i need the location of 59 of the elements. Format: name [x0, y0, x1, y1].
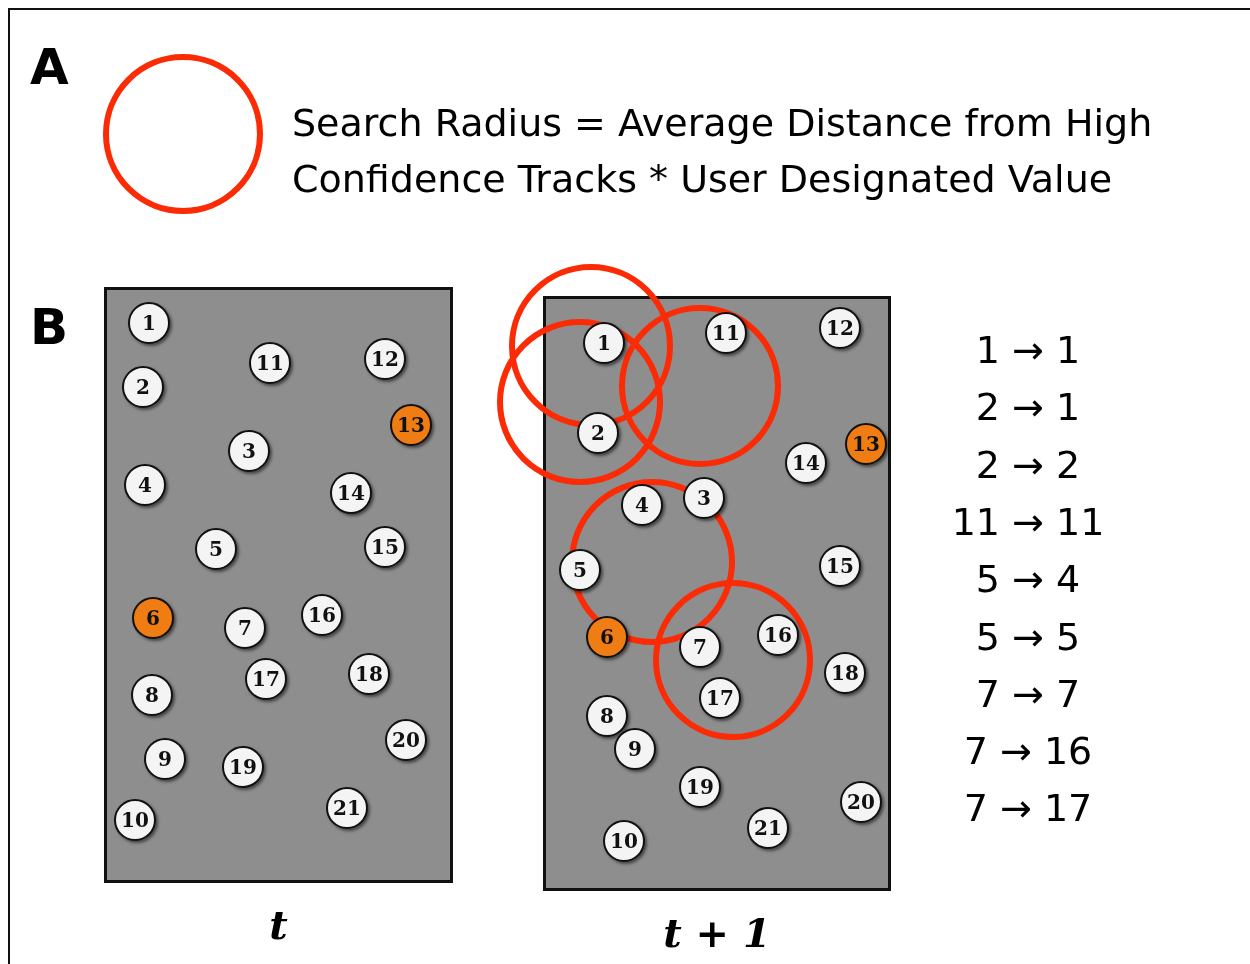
- particle-marker: 5: [559, 549, 601, 591]
- time-label: t + 1: [662, 909, 772, 956]
- particle-marker: 18: [824, 652, 866, 694]
- particle-marker: 21: [747, 807, 789, 849]
- particle-marker: 20: [385, 719, 427, 761]
- particle-marker: 3: [228, 430, 270, 472]
- highlighted-particle: 13: [845, 423, 887, 465]
- time-label: t: [268, 901, 289, 948]
- highlighted-particle: 6: [132, 597, 174, 639]
- particle-marker: 8: [586, 695, 628, 737]
- particle-marker: 11: [249, 342, 291, 384]
- particle-marker: 12: [364, 338, 406, 380]
- particle-marker: 1: [583, 322, 625, 364]
- particle-marker: 9: [144, 738, 186, 780]
- particle-marker: 4: [124, 464, 166, 506]
- particle-marker: 15: [819, 545, 861, 587]
- mapping-text: 7 → 7: [974, 671, 1082, 716]
- panel-letter: A: [30, 38, 69, 96]
- equation-text: Search Radius = Average Distance from High Confidence Tracks * User Designated Value: [292, 100, 1154, 203]
- particle-marker: 5: [195, 528, 237, 570]
- mapping-text: 2 → 1: [974, 385, 1082, 430]
- particle-marker: 8: [131, 674, 173, 716]
- mapping-text: 1 → 1: [974, 328, 1082, 372]
- particle-marker: 21: [326, 787, 368, 829]
- particle-marker: 17: [245, 658, 287, 700]
- particle-marker: 1: [128, 302, 170, 344]
- mapping-text: 11 → 11: [950, 499, 1106, 544]
- particle-marker: 9: [614, 728, 656, 770]
- particle-marker: 7: [679, 626, 721, 668]
- particle-marker: 16: [301, 594, 343, 636]
- highlighted-particle: 13: [390, 404, 432, 446]
- panel-letter: B: [30, 298, 69, 356]
- particle-marker: 10: [114, 799, 156, 841]
- particle-marker: 2: [122, 366, 164, 408]
- particle-marker: 10: [603, 820, 645, 862]
- mapping-text: 7 → 17: [962, 786, 1094, 831]
- particle-marker: 20: [840, 781, 882, 823]
- search-radius-circle: [103, 54, 263, 214]
- particle-marker: 19: [222, 746, 264, 788]
- particle-marker: 18: [348, 653, 390, 695]
- particle-marker: 12: [819, 307, 861, 349]
- frame-panel: [104, 287, 453, 883]
- highlighted-particle: 6: [586, 616, 628, 658]
- mapping-text: 5 → 5: [974, 614, 1082, 659]
- particle-marker: 16: [757, 614, 799, 656]
- particle-marker: 4: [621, 484, 663, 526]
- particle-marker: 14: [785, 442, 827, 484]
- particle-marker: 3: [683, 477, 725, 519]
- mapping-text: 5 → 4: [974, 557, 1082, 602]
- particle-marker: 7: [224, 607, 266, 649]
- frame-panel: [543, 296, 891, 891]
- particle-marker: 2: [577, 412, 619, 454]
- particle-marker: 17: [699, 677, 741, 719]
- particle-marker: 11: [705, 312, 747, 354]
- particle-marker: 14: [330, 472, 372, 514]
- particle-marker: 19: [679, 766, 721, 808]
- mapping-text: 7 → 16: [962, 729, 1094, 774]
- mapping-text: 2 → 2: [974, 442, 1082, 487]
- particle-marker: 15: [364, 526, 406, 568]
